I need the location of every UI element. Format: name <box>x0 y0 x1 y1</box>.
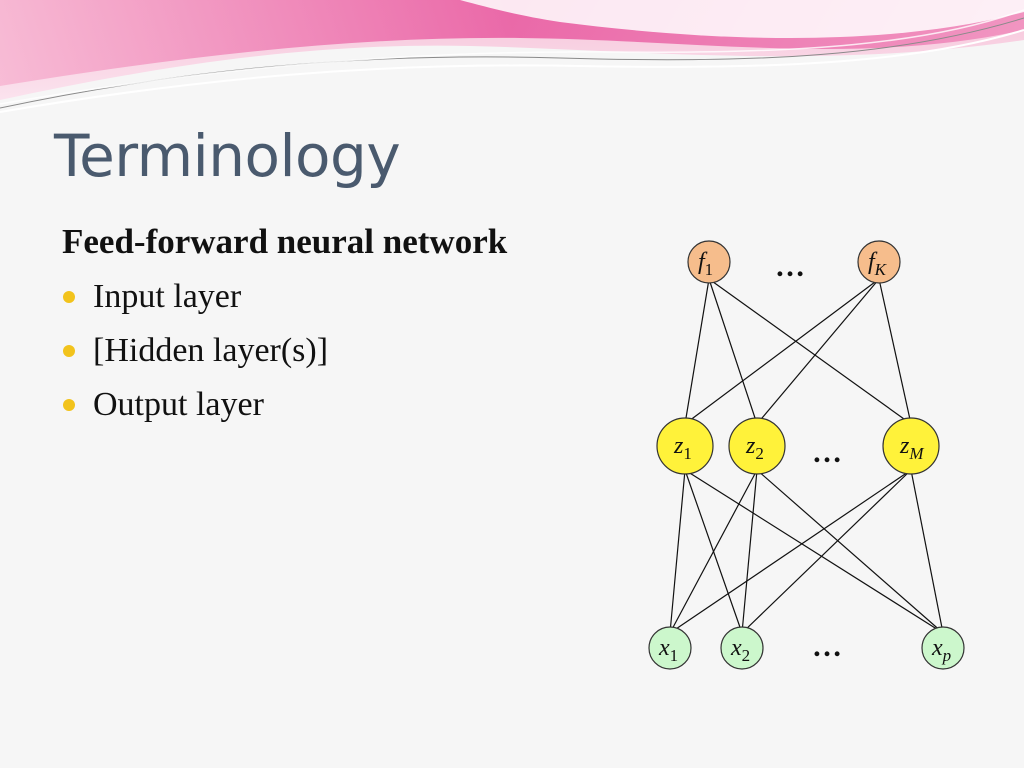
node-zM: zM <box>882 417 940 475</box>
edge-zM-x1 <box>669 469 912 634</box>
node-label-base: x <box>658 635 670 661</box>
node-circle-x1 <box>648 626 692 670</box>
edge-f1-z1 <box>684 278 710 425</box>
node-label-subscript: 2 <box>755 444 764 463</box>
node-label-xp: xp <box>931 635 951 665</box>
node-label-z2: z2 <box>745 433 764 463</box>
edge-z2-x2 <box>741 469 758 634</box>
slide-title: Terminology <box>54 122 401 190</box>
node-circle-z2 <box>728 417 786 475</box>
bullet-dot-icon <box>63 399 75 411</box>
node-label-x1: x1 <box>658 635 678 665</box>
bullet-dot-icon <box>63 291 75 303</box>
banner-line-2 <box>0 29 1024 113</box>
bullet-list: Input layer [Hidden layer(s)] Output lay… <box>62 274 328 436</box>
node-xp: xp <box>921 626 965 670</box>
bullet-dot-icon <box>63 345 75 357</box>
edge-fK-z2 <box>756 278 880 425</box>
node-fK: fK <box>857 240 901 284</box>
node-z1: z1 <box>656 417 714 475</box>
node-label-subscript: p <box>942 646 952 665</box>
bullet-text: [Hidden layer(s)] <box>93 332 329 369</box>
node-label-subscript: K <box>874 260 888 279</box>
network-edges <box>669 278 944 634</box>
node-label-base: f <box>698 249 708 275</box>
edge-f1-z2 <box>708 278 758 425</box>
bullet-item-output-layer: Output layer <box>62 382 328 436</box>
node-circle-z1 <box>656 417 714 475</box>
node-label-f1: f1 <box>698 249 713 279</box>
edge-zM-xp <box>910 469 944 634</box>
node-z2: z2 <box>728 417 786 475</box>
node-label-base: z <box>745 433 756 459</box>
node-x1: x1 <box>648 626 692 670</box>
node-label-subscript: 1 <box>670 646 679 665</box>
node-circle-zM <box>882 417 940 475</box>
input-ellipsis: … <box>812 630 842 663</box>
edge-z1-x1 <box>669 469 686 634</box>
node-f1: f1 <box>687 240 731 284</box>
node-label-base: z <box>673 433 684 459</box>
edge-zM-x2 <box>741 469 912 634</box>
bullet-item-input-layer: Input layer <box>62 274 328 328</box>
node-label-zM: zM <box>899 433 924 463</box>
node-label-z1: z1 <box>673 433 692 463</box>
node-circle-x2 <box>720 626 764 670</box>
node-label-fK: fK <box>868 249 888 279</box>
node-label-base: x <box>931 635 943 661</box>
decorative-banner <box>0 0 1024 113</box>
hidden-ellipsis: … <box>812 436 842 469</box>
slide-subtitle: Feed-forward neural network <box>62 222 508 261</box>
edge-fK-z1 <box>684 278 880 425</box>
output-ellipsis: … <box>775 250 805 283</box>
bullet-text: Input layer <box>93 278 242 315</box>
node-label-base: x <box>730 635 742 661</box>
node-label-base: f <box>868 249 878 275</box>
node-label-subscript: 1 <box>683 444 692 463</box>
edge-z2-xp <box>756 469 944 634</box>
node-circle-xp <box>921 626 965 670</box>
node-x2: x2 <box>720 626 764 670</box>
node-label-x2: x2 <box>730 635 750 665</box>
banner-line-3 <box>0 9 1024 105</box>
node-circle-fK <box>857 240 901 284</box>
node-label-base: z <box>899 433 910 459</box>
edge-fK-zM <box>878 278 912 425</box>
node-label-subscript: 1 <box>705 260 714 279</box>
node-label-subscript: 2 <box>742 646 751 665</box>
node-circle-f1 <box>687 240 731 284</box>
bullet-text: Output layer <box>93 386 264 423</box>
node-label-subscript: M <box>908 444 924 463</box>
edge-z2-x1 <box>669 469 758 634</box>
banner-wave-white <box>460 0 1024 38</box>
edge-z1-xp <box>684 469 944 634</box>
bullet-item-hidden-layers: [Hidden layer(s)] <box>62 328 328 382</box>
edge-f1-zM <box>708 278 912 425</box>
